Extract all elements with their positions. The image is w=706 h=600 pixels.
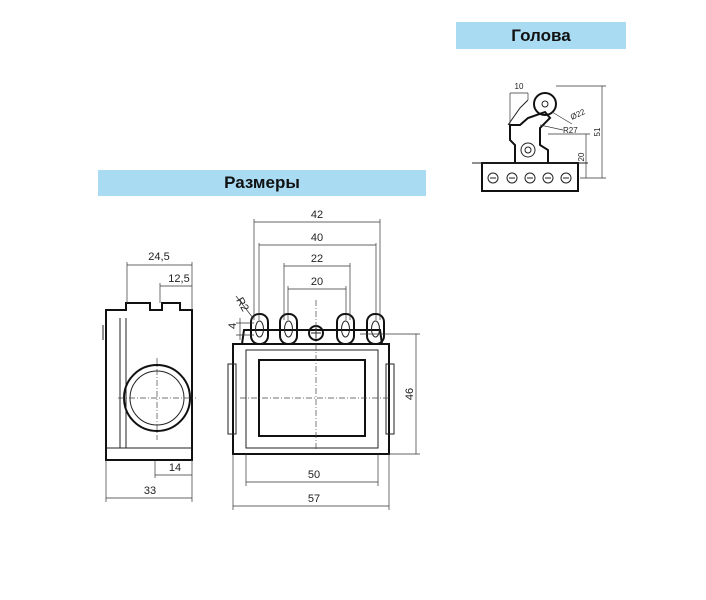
front-dim-20: 20 [311, 276, 323, 288]
front-dim-40: 40 [311, 232, 323, 244]
front-mounting-slots [250, 313, 385, 345]
front-dim-57: 57 [308, 493, 320, 505]
front-dim-22: 22 [311, 253, 323, 265]
side-dim-24-5: 24,5 [148, 251, 169, 263]
side-dim-14: 14 [169, 462, 181, 474]
front-dim-46: 46 [404, 388, 416, 400]
head-dim-r27: R27 [563, 126, 578, 135]
head-base-screws [487, 172, 572, 184]
front-dim-r2: R2 [233, 296, 250, 314]
head-lever-body [509, 110, 552, 163]
head-dim-20: 20 [577, 152, 586, 161]
side-dim-12-5: 12,5 [168, 273, 189, 285]
head-section-title: Голова [456, 22, 626, 49]
front-body [232, 343, 390, 455]
side-dim-33: 33 [144, 485, 156, 497]
front-dim-42: 42 [311, 209, 323, 221]
head-dim-10: 10 [515, 82, 524, 91]
head-dim-51: 51 [593, 127, 602, 136]
front-flange [241, 329, 383, 345]
head-roller [533, 92, 557, 116]
front-dim-4: 4 [227, 323, 239, 329]
dimensions-section-title: Размеры [98, 170, 426, 196]
front-dim-50: 50 [308, 469, 320, 481]
